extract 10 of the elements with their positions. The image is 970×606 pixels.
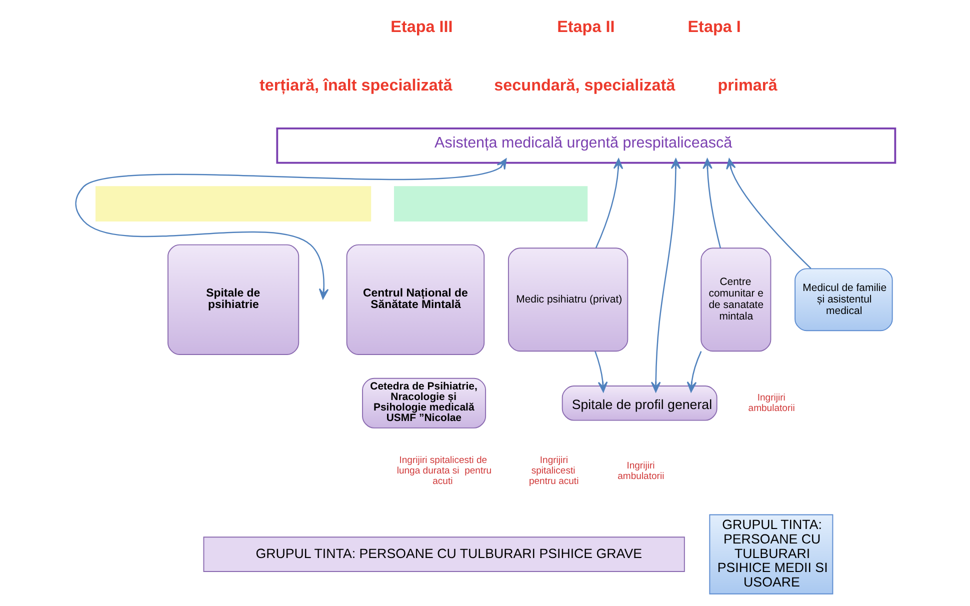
label: Ingrijiri ambulatorii xyxy=(748,392,794,414)
label: Etapa III xyxy=(390,18,452,36)
label: Ingrijiri spitalicesti de lunga durata si pentru acuti xyxy=(396,455,492,488)
label: Etapa II xyxy=(556,18,614,36)
label: Ingrijiri spitalicesti pentru acuti xyxy=(528,455,578,488)
label: primară xyxy=(717,76,777,94)
label: Etapa I xyxy=(687,18,740,36)
label: Ingrijiri ambulatorii xyxy=(617,460,664,482)
label: terțiară, înalt specializată xyxy=(259,76,452,94)
label: secundară, specializată xyxy=(494,76,675,94)
